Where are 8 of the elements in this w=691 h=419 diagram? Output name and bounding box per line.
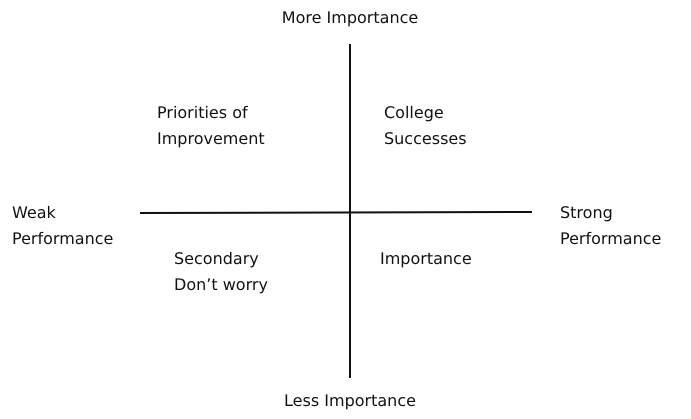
quadrant-label: Secondary Don’t worry <box>174 248 269 296</box>
axis-label: Strong Performance <box>560 202 662 250</box>
quadrant-label: Priorities of Improvement <box>157 102 266 150</box>
axis-label: Weak Performance <box>12 202 114 250</box>
quadrant-label: College Successes <box>384 102 468 150</box>
quadrant-label: Importance <box>380 248 473 270</box>
axis-label: More Importance <box>280 7 420 29</box>
axis-label: Less Importance <box>283 390 417 412</box>
